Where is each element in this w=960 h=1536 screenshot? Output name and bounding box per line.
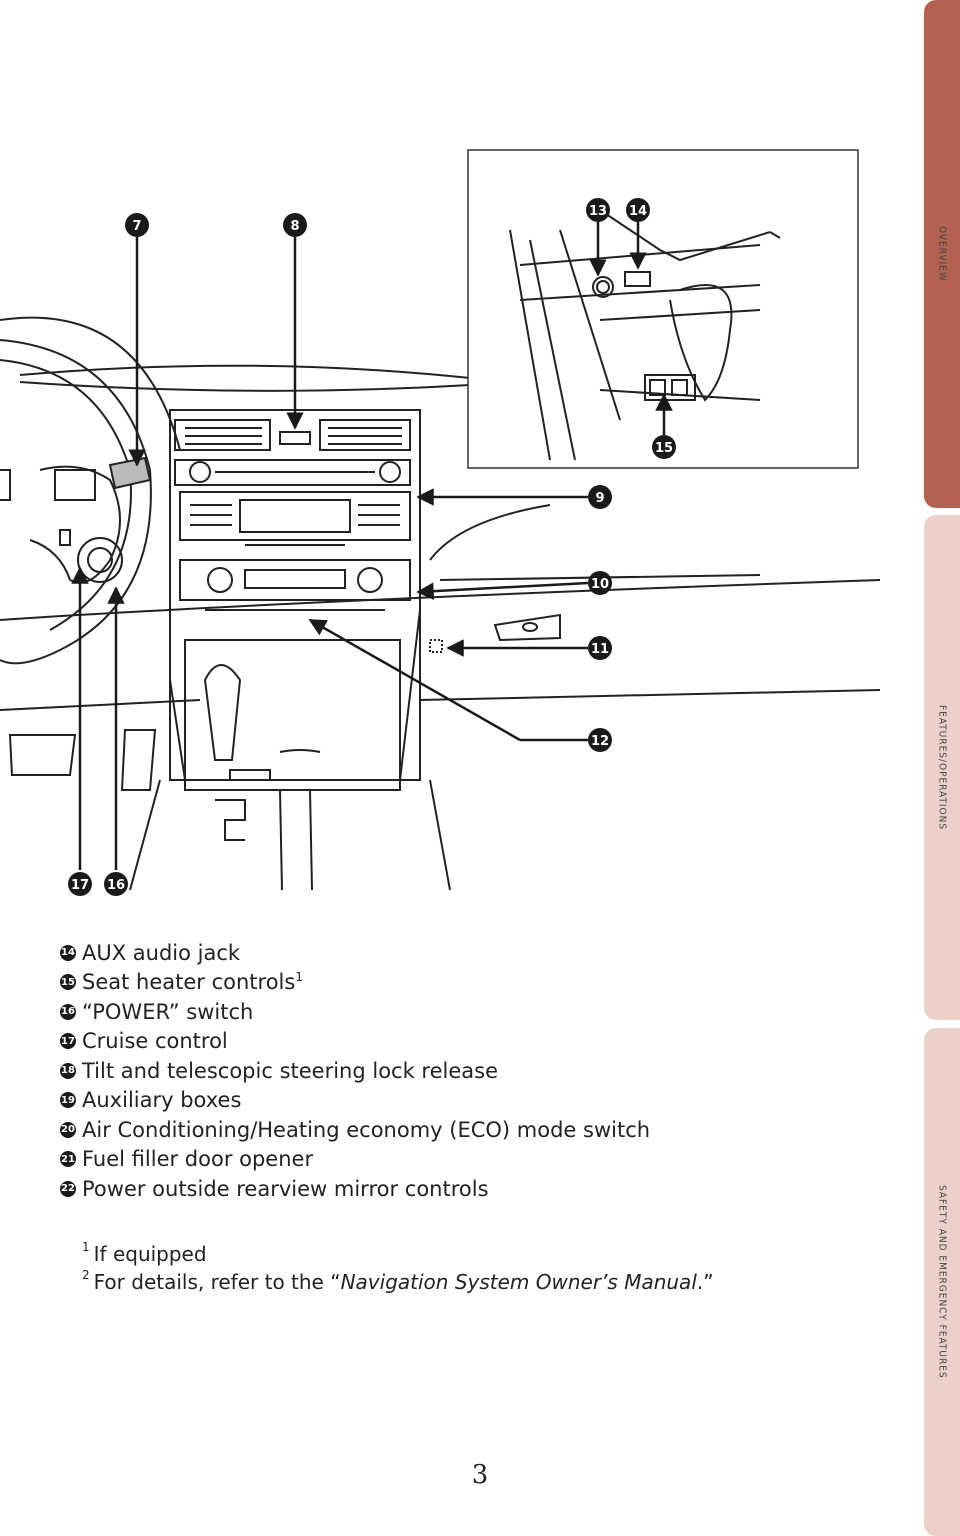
legend-number-badge: 21 bbox=[60, 1151, 76, 1168]
svg-text:15: 15 bbox=[655, 441, 673, 456]
callout-10: 10 bbox=[588, 571, 612, 595]
legend-item: 14 AUX audio jack bbox=[60, 938, 650, 968]
legend-text: “POWER” switch bbox=[82, 999, 254, 1024]
legend-number-badge: 14 bbox=[60, 944, 76, 961]
tab-overview[interactable] bbox=[924, 0, 960, 508]
page-number: 3 bbox=[471, 1460, 489, 1490]
tab-safety-emergency[interactable] bbox=[924, 1028, 960, 1536]
svg-text:13: 13 bbox=[589, 204, 607, 219]
legend-number-badge: 18 bbox=[60, 1062, 76, 1079]
svg-text:11: 11 bbox=[591, 642, 609, 657]
legend-text: AUX audio jack bbox=[82, 940, 241, 965]
legend-item: 19 Auxiliary boxes bbox=[60, 1086, 650, 1116]
legend-number-badge: 15 bbox=[60, 974, 76, 991]
callout-13: 13 bbox=[586, 198, 610, 222]
svg-text:17: 17 bbox=[71, 878, 89, 893]
legend-text: Cruise control bbox=[82, 1029, 228, 1054]
callout-9: 9 bbox=[588, 485, 612, 509]
svg-text:12: 12 bbox=[591, 734, 609, 749]
legend-number-badge: 20 bbox=[60, 1121, 76, 1138]
legend-text: Tilt and telescopic steering lock releas… bbox=[82, 1058, 499, 1083]
legend-text: Auxiliary boxes bbox=[82, 1088, 242, 1113]
tab-features-operations[interactable] bbox=[924, 515, 960, 1020]
legend-number-badge: 17 bbox=[60, 1033, 76, 1050]
legend-number-badge: 19 bbox=[60, 1092, 76, 1109]
legend-text: Fuel filler door opener bbox=[82, 1147, 314, 1172]
legend-item: 16 “POWER” switch bbox=[60, 997, 650, 1027]
tab-features-operations-label: FEATURES/OPERATIONS bbox=[936, 704, 948, 831]
svg-text:14: 14 bbox=[629, 204, 647, 219]
legend-item: 22 Power outside rearview mirror controls bbox=[60, 1174, 650, 1204]
legend-footnote-mark: 1 bbox=[295, 969, 303, 984]
legend-text: Power outside rearview mirror controls bbox=[82, 1176, 489, 1201]
callout-7: 7 bbox=[125, 213, 149, 237]
svg-text:10: 10 bbox=[591, 577, 609, 592]
svg-text:7: 7 bbox=[132, 219, 141, 234]
legend-item: 21 Fuel filler door opener bbox=[60, 1145, 650, 1175]
callout-17: 17 bbox=[68, 872, 92, 896]
legend-number-badge: 16 bbox=[60, 1003, 76, 1020]
dashboard-diagram: 7 8 9 10 11 12 13 14 15 16 17 bbox=[0, 149, 880, 896]
callout-12: 12 bbox=[588, 728, 612, 752]
legend-item: 20 Air Conditioning/Heating economy (ECO)… bbox=[60, 1115, 650, 1145]
tab-overview-label: OVERVIEW bbox=[936, 226, 948, 282]
svg-text:16: 16 bbox=[107, 878, 125, 893]
callout-15: 15 bbox=[652, 435, 676, 459]
callout-14: 14 bbox=[626, 198, 650, 222]
svg-text:8: 8 bbox=[290, 219, 299, 234]
legend-number-badge: 22 bbox=[60, 1180, 76, 1197]
svg-text:9: 9 bbox=[595, 491, 604, 506]
callout-8: 8 bbox=[283, 213, 307, 237]
legend-text: Seat heater controls bbox=[82, 970, 296, 995]
legend-item: 18 Tilt and telescopic steering lock rele… bbox=[60, 1056, 650, 1086]
legend-text: Air Conditioning/Heating economy (ECO) m… bbox=[82, 1117, 651, 1142]
tab-safety-emergency-label: SAFETY AND EMERGENCY FEATURES bbox=[936, 1185, 948, 1379]
callout-11: 11 bbox=[588, 636, 612, 660]
callout-16: 16 bbox=[104, 872, 128, 896]
legend-item: 17 Cruise control bbox=[60, 1027, 650, 1057]
